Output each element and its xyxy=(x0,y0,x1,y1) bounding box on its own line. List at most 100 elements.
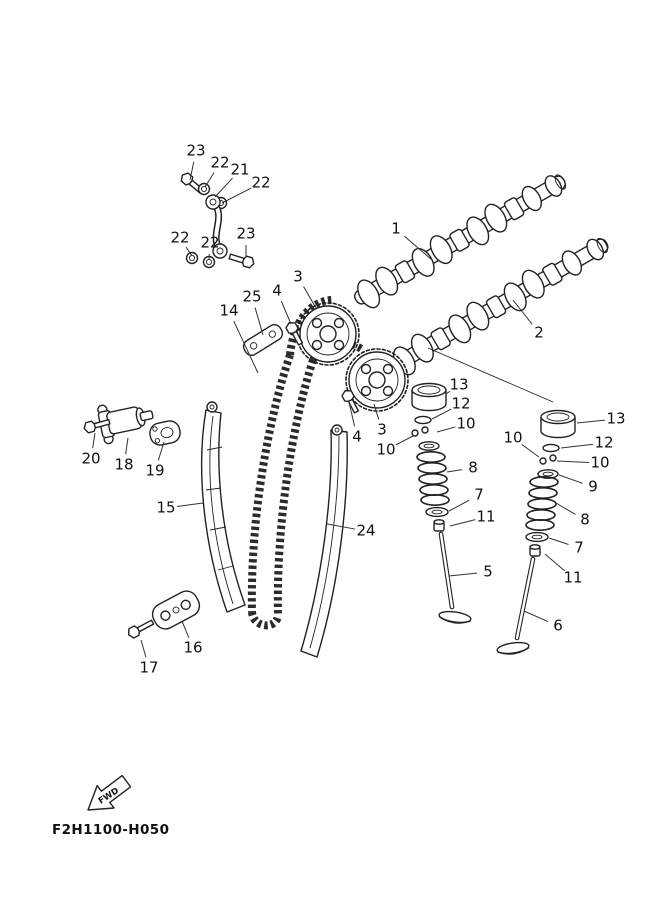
callout-21: 21 xyxy=(230,161,249,179)
callout-22: 22 xyxy=(251,174,270,192)
leader-line xyxy=(560,443,594,449)
spring-retainer xyxy=(418,441,440,451)
callout-7: 7 xyxy=(474,486,484,504)
leader-line xyxy=(125,437,129,455)
retainer-plate xyxy=(242,324,284,356)
callout-5: 5 xyxy=(483,563,493,581)
leader-line xyxy=(446,469,463,473)
fwd-arrow: FWD xyxy=(87,774,132,811)
spring-seat xyxy=(425,506,449,518)
valve-spring xyxy=(416,450,450,506)
valve-spring xyxy=(525,475,559,531)
diagram-code: F2H1100-H050 xyxy=(52,822,169,838)
valve-cotter xyxy=(539,457,547,465)
leader-line xyxy=(555,502,576,515)
valve-pad xyxy=(414,415,432,425)
leader-line xyxy=(233,320,259,374)
callout-25: 25 xyxy=(242,288,261,306)
callout-23: 23 xyxy=(236,225,255,243)
leader-line xyxy=(548,537,569,545)
valve-pad xyxy=(542,443,560,453)
leader-line xyxy=(449,519,476,527)
leader-line xyxy=(204,172,215,188)
tensioner-bracket xyxy=(151,590,201,630)
leader-line xyxy=(176,502,204,508)
callout-12: 12 xyxy=(451,395,470,413)
leader-line xyxy=(544,553,565,572)
leader-line xyxy=(280,300,292,325)
leader-line xyxy=(185,246,193,257)
leader-line xyxy=(404,235,433,261)
valve-stem-seal xyxy=(529,544,541,557)
callout-23: 23 xyxy=(186,142,205,160)
leader-line xyxy=(556,460,590,463)
tensioner-bolt xyxy=(83,418,111,434)
leader-line xyxy=(326,523,356,530)
callout-22: 22 xyxy=(170,229,189,247)
intake-valve-assembly xyxy=(411,382,472,624)
cam-chain-tensioner xyxy=(97,404,154,445)
callout-11: 11 xyxy=(476,508,495,526)
banjo-bolt-bottom xyxy=(228,253,255,269)
callout-22: 22 xyxy=(210,154,229,172)
leader-line xyxy=(348,401,356,427)
callout-4: 4 xyxy=(352,428,362,446)
callout-24: 24 xyxy=(356,522,375,540)
chain-guide-front xyxy=(200,401,246,613)
leader-line xyxy=(189,161,195,181)
leader-line xyxy=(157,441,165,461)
oil-pipe-assembly xyxy=(180,172,255,269)
callout-13: 13 xyxy=(606,410,625,428)
washer xyxy=(185,251,199,265)
callout-7: 7 xyxy=(574,539,584,557)
leader-line xyxy=(303,286,317,309)
leader-line xyxy=(436,426,456,433)
leader-line xyxy=(512,299,533,325)
valve-cotter xyxy=(549,454,557,462)
leader-line xyxy=(431,408,452,420)
leader-line xyxy=(448,572,478,577)
valve-cotter xyxy=(411,429,419,437)
callout-8: 8 xyxy=(580,511,590,529)
cam-sprocket-front xyxy=(296,302,360,366)
reference-line xyxy=(427,347,554,403)
leader-line xyxy=(523,610,549,623)
callout-3: 3 xyxy=(293,268,303,286)
camshaft-1 xyxy=(353,174,567,309)
callout-22: 22 xyxy=(200,234,219,252)
callout-11: 11 xyxy=(563,569,582,587)
leader-line xyxy=(181,620,190,639)
leader-line xyxy=(92,432,96,449)
leader-line xyxy=(254,307,264,336)
callout-3: 3 xyxy=(377,421,387,439)
callout-2: 2 xyxy=(534,324,544,342)
bracket-bolt xyxy=(128,619,155,639)
exhaust-valve xyxy=(496,556,536,655)
callout-1: 1 xyxy=(391,220,401,238)
valve-cotter xyxy=(421,426,429,434)
callout-10: 10 xyxy=(456,415,475,433)
valve-stem-seal xyxy=(433,519,445,532)
callout-16: 16 xyxy=(183,639,202,657)
callout-17: 17 xyxy=(139,659,158,677)
cam-sprocket-rear xyxy=(345,348,409,412)
intake-valve xyxy=(438,531,472,624)
leader-line xyxy=(576,419,606,424)
spring-seat xyxy=(525,531,549,543)
leader-line xyxy=(395,435,414,446)
callout-8: 8 xyxy=(468,459,478,477)
sprocket-bolt-front xyxy=(285,322,304,346)
callout-10: 10 xyxy=(376,441,395,459)
leader-line xyxy=(445,390,451,395)
leader-lines xyxy=(92,161,606,658)
tensioner-gasket xyxy=(149,420,181,446)
callout-9: 9 xyxy=(588,478,598,496)
callout-15: 15 xyxy=(156,499,175,517)
callout-14: 14 xyxy=(219,302,238,320)
leader-line xyxy=(221,187,252,204)
callout-10: 10 xyxy=(503,429,522,447)
callout-12: 12 xyxy=(594,434,613,452)
